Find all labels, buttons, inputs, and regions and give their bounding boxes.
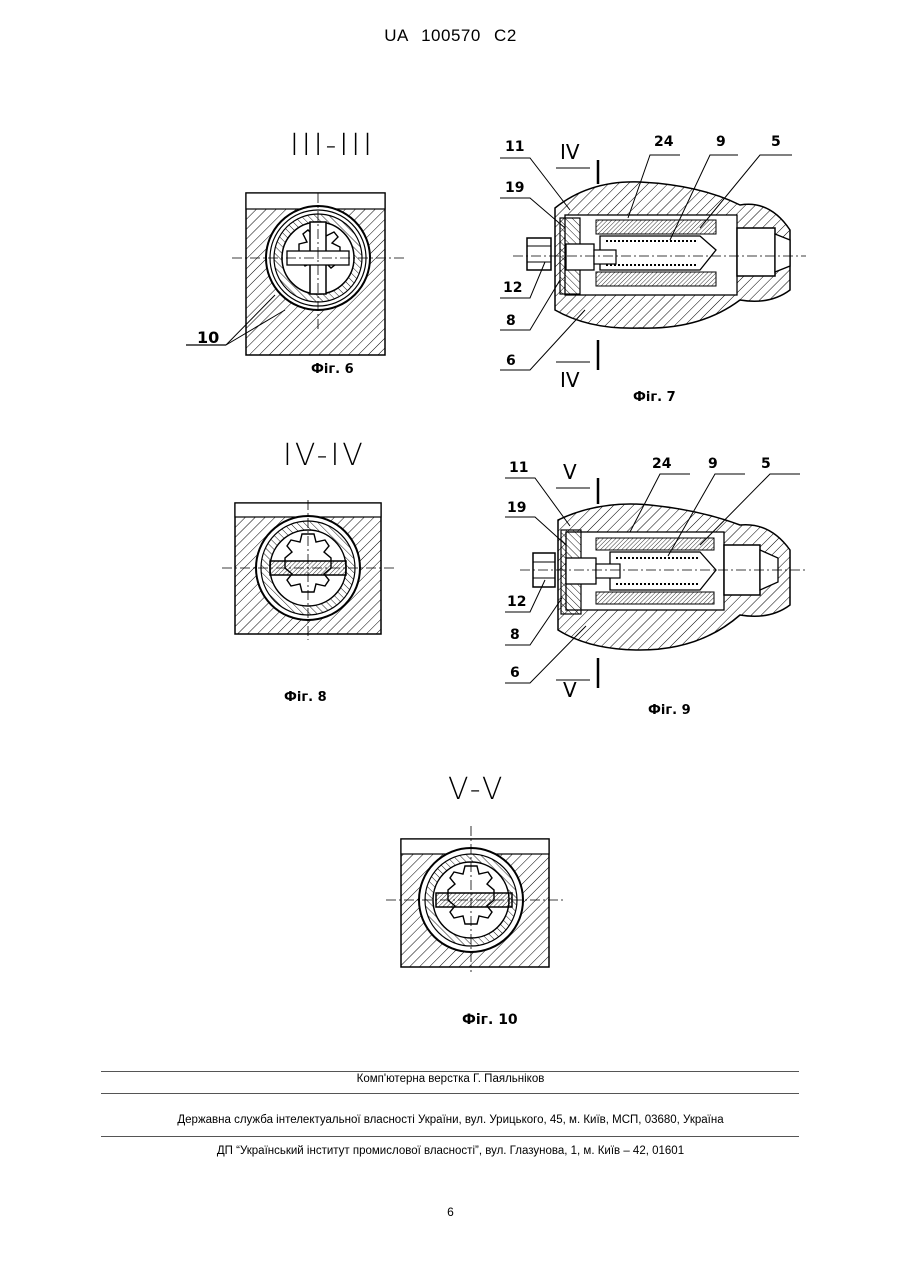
fig6-section-title: III-III [290, 128, 375, 163]
fig9-section-mark-bottom: V [563, 678, 577, 702]
fig7-section-mark-bottom: IV [560, 368, 580, 392]
fig9-caption: Фіг. 9 [648, 703, 691, 718]
fig7-callout-19: 19 [505, 180, 524, 196]
fig8-section-drawing [222, 500, 396, 640]
fig9-callout-19: 19 [507, 500, 526, 516]
fig9-callout-6: 6 [510, 665, 520, 681]
fig7-callout-12: 12 [503, 280, 522, 296]
fig9-callout-11: 11 [509, 460, 528, 476]
footer-divider-middle [101, 1093, 799, 1094]
fig7-callout-5: 5 [771, 134, 781, 150]
page-number: 6 [0, 1205, 901, 1219]
fig7-callout-11: 11 [505, 139, 524, 155]
fig9-longitudinal-drawing [505, 474, 806, 688]
fig6-caption: Фіг. 6 [311, 362, 354, 377]
fig7-callout-8: 8 [506, 313, 516, 329]
fig7-longitudinal-drawing [500, 155, 806, 370]
agency-address: Державна служба інтелектуальної власност… [0, 1114, 901, 1126]
fig10-section-title: V-V [448, 772, 505, 807]
fig9-callout-9: 9 [708, 456, 718, 472]
fig10-caption: Фіг. 10 [462, 1012, 518, 1028]
fig7-callout-24: 24 [654, 134, 673, 150]
fig8-section-title: IV-IV [283, 438, 366, 473]
layout-credit: Комп'ютерна верстка Г. Паяльніков [0, 1073, 901, 1085]
fig7-caption: Фіг. 7 [633, 390, 676, 405]
fig9-callout-12: 12 [507, 594, 526, 610]
fig9-callout-5: 5 [761, 456, 771, 472]
fig7-callout-6: 6 [506, 353, 516, 369]
footer-divider-bottom [101, 1136, 799, 1137]
footer-divider-top [101, 1071, 799, 1072]
fig10-section-drawing [386, 826, 566, 972]
fig9-section-mark-top: V [563, 460, 577, 484]
fig7-callout-9: 9 [716, 134, 726, 150]
fig9-callout-8: 8 [510, 627, 520, 643]
fig7-section-mark-top: IV [560, 140, 580, 164]
fig9-callout-24: 24 [652, 456, 671, 472]
institute-address: ДП “Український інститут промислової вла… [0, 1145, 901, 1157]
fig6-callout-10: 10 [197, 328, 219, 347]
fig8-caption: Фіг. 8 [284, 690, 327, 705]
